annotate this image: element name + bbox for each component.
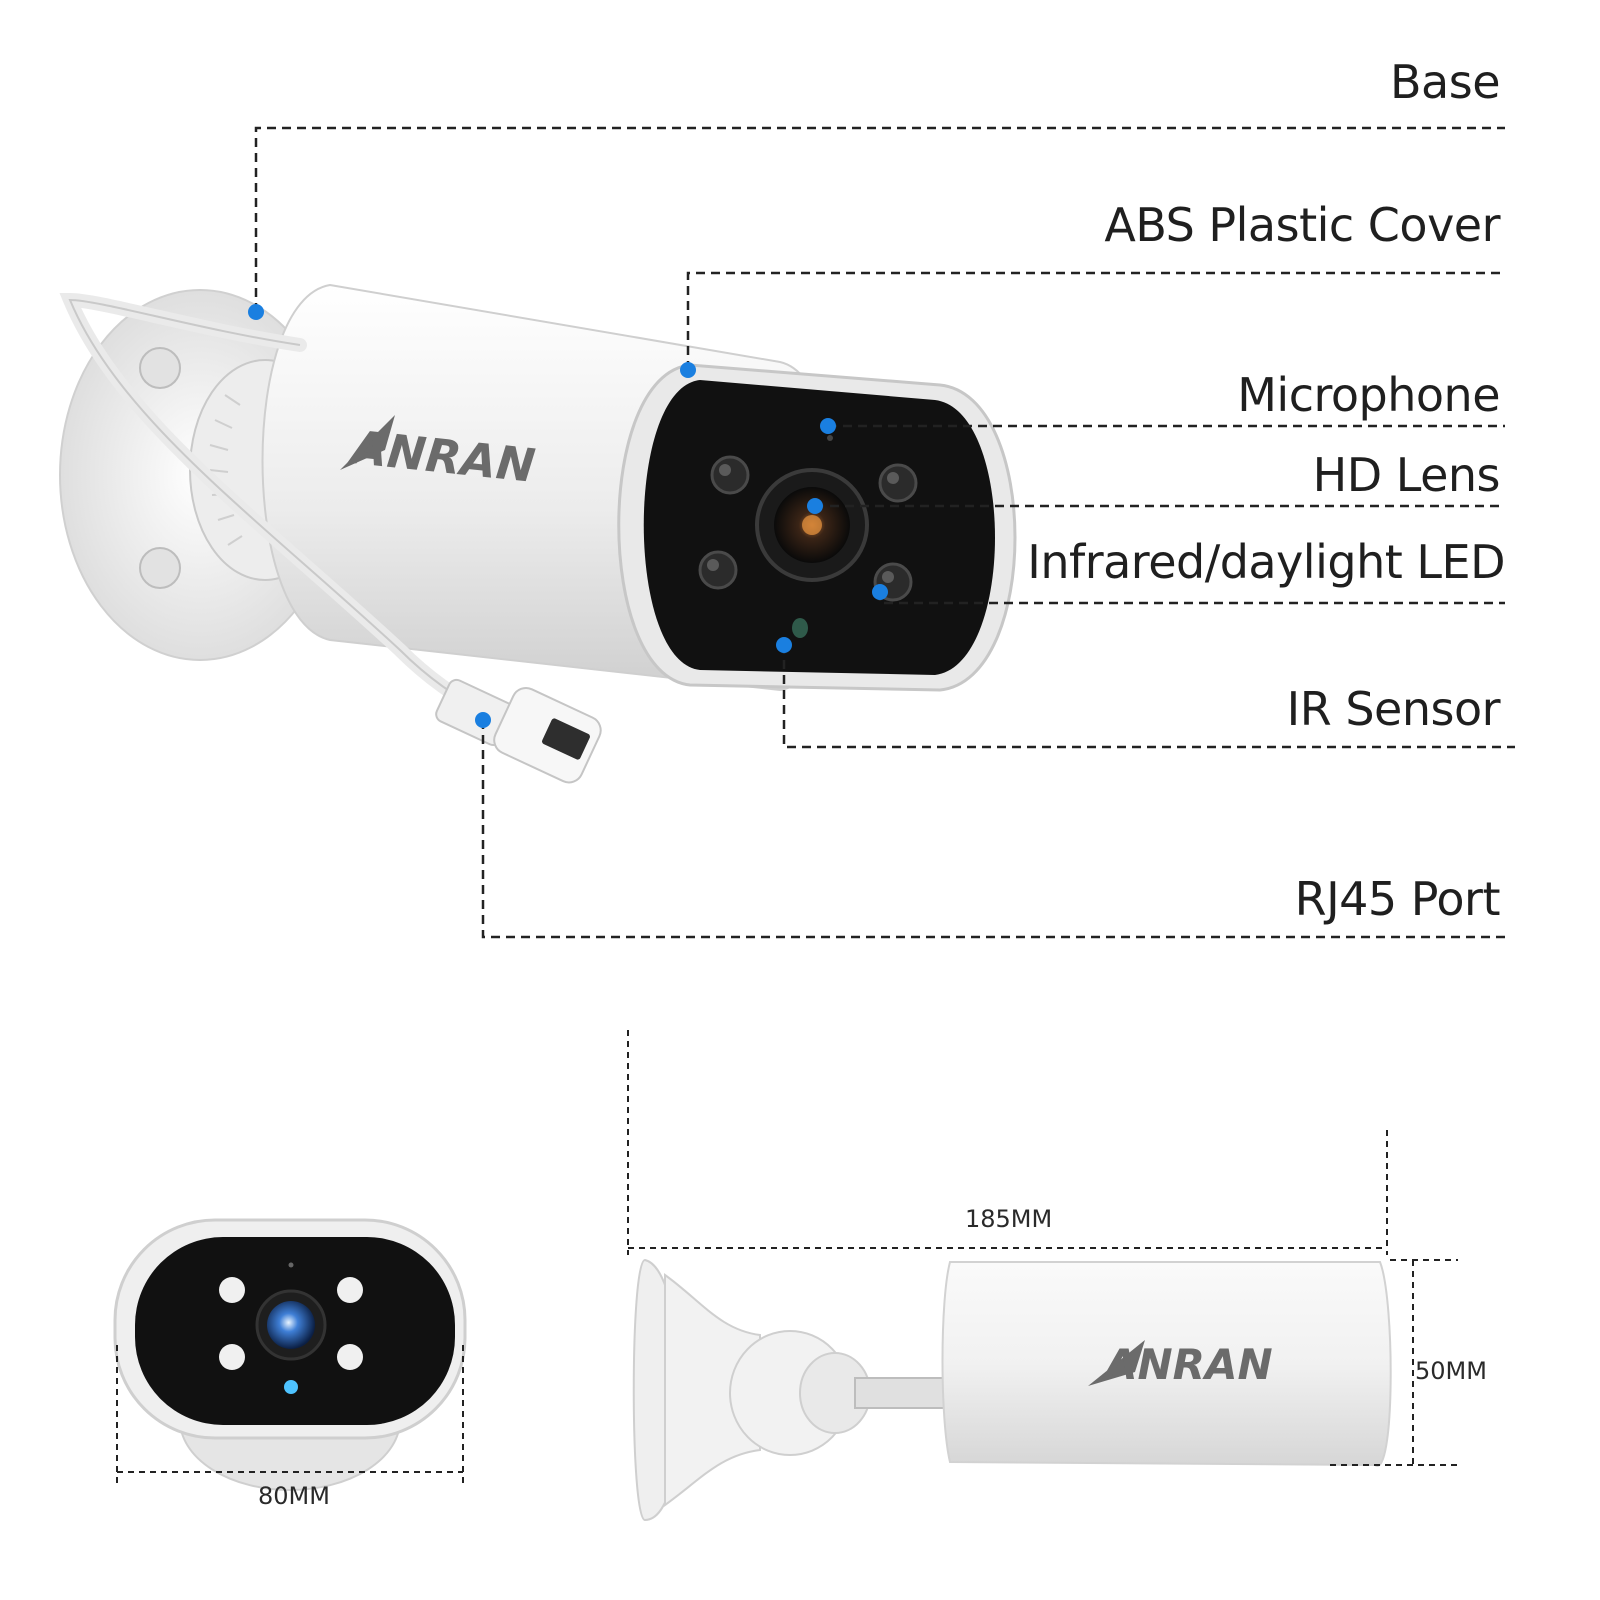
side-view <box>632 1258 1392 1522</box>
ir-led <box>698 550 738 590</box>
front-led <box>219 1277 245 1303</box>
callout-dot <box>807 498 823 514</box>
screw-hole <box>139 547 181 589</box>
logo-mark <box>340 415 395 470</box>
label-hd-lens: HD Lens <box>1312 448 1501 502</box>
screw-hole <box>139 347 181 389</box>
top-camera <box>59 283 1017 784</box>
label-rj45-port: RJ45 Port <box>1294 872 1501 926</box>
cable-outline <box>68 298 491 716</box>
front-led <box>337 1277 363 1303</box>
front-view <box>113 1218 467 1491</box>
ir-led <box>710 455 750 495</box>
side-joint <box>854 1377 956 1409</box>
label-base: Base <box>1389 55 1501 109</box>
callout-dot <box>248 304 264 320</box>
side-mount-arm <box>664 1273 761 1507</box>
front-led <box>219 1344 245 1370</box>
callout-dots <box>248 304 888 728</box>
front-led <box>337 1344 363 1370</box>
callout-dot <box>776 637 792 653</box>
front-mic <box>288 1262 294 1268</box>
microphone-hole <box>827 435 833 441</box>
label-microphone: Microphone <box>1237 368 1500 422</box>
dimension-width: 80MM <box>258 1482 330 1510</box>
callout-dot <box>475 712 491 728</box>
callout-dot <box>680 362 696 378</box>
ir-sensor <box>792 618 808 638</box>
dimension-length: 185MM <box>965 1205 1053 1233</box>
callout-dot <box>872 584 888 600</box>
front-ir-sensor <box>284 1380 298 1394</box>
rj45-connector <box>435 678 602 784</box>
logo-mark <box>1088 1340 1145 1386</box>
length-dimension-lines <box>627 1030 1458 1466</box>
label-ir-sensor: IR Sensor <box>1286 682 1501 736</box>
label-infrared-led: Infrared/daylight LED <box>1027 535 1505 589</box>
label-abs-plastic-cover: ABS Plastic Cover <box>1104 198 1500 252</box>
ir-led <box>878 463 918 503</box>
brand-logo-side: ANRAN <box>1105 1340 1273 1389</box>
width-dimension-lines <box>116 1345 464 1488</box>
dimension-diameter: 50MM <box>1415 1357 1487 1385</box>
callout-dot <box>820 418 836 434</box>
